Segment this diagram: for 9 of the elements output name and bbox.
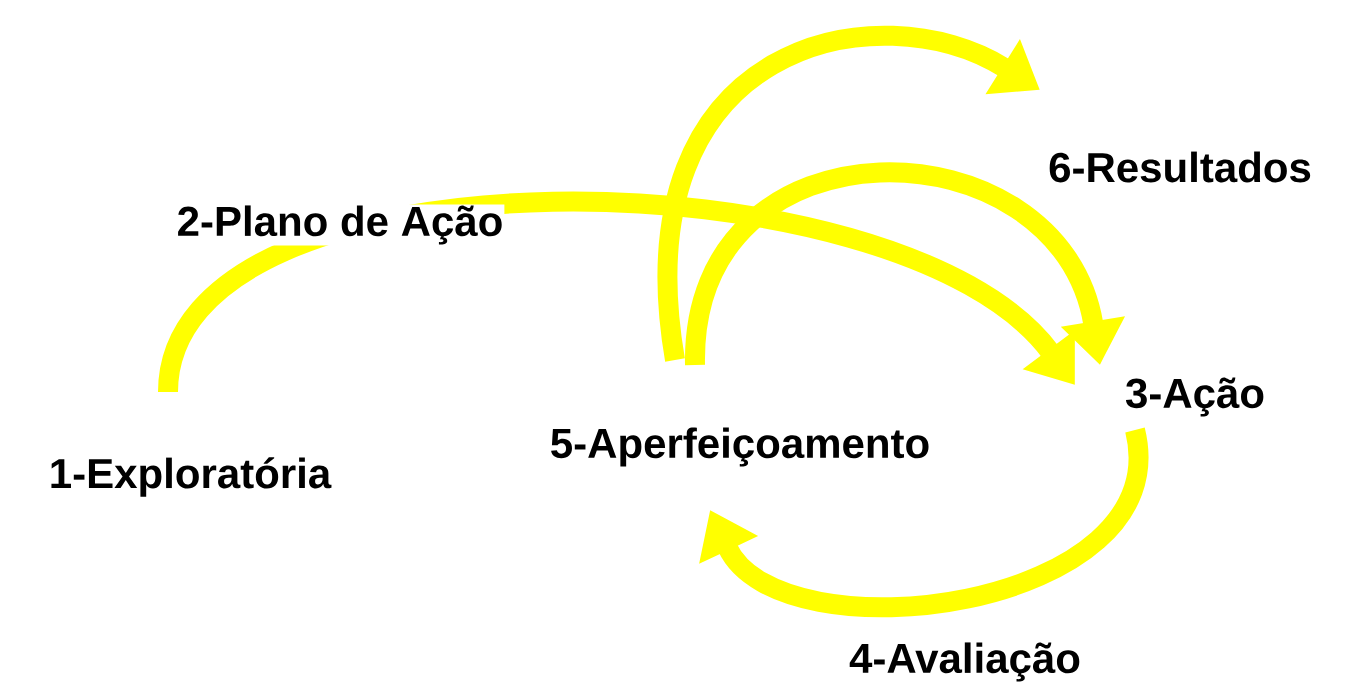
stage-label: 1-Exploratória xyxy=(51,457,332,497)
edge-label: 2-Plano de Ação xyxy=(175,204,505,246)
stage-label: 6-Resultados xyxy=(1049,151,1311,183)
stage-label: 3-Ação xyxy=(1125,377,1264,417)
curved-arrow xyxy=(685,162,1126,367)
curved-arrow xyxy=(158,191,1075,395)
stage-label: 5-Aperfeiçoamento xyxy=(551,427,929,467)
edge-label: 4-Avaliação xyxy=(848,641,1082,683)
curved-arrow xyxy=(699,429,1148,617)
